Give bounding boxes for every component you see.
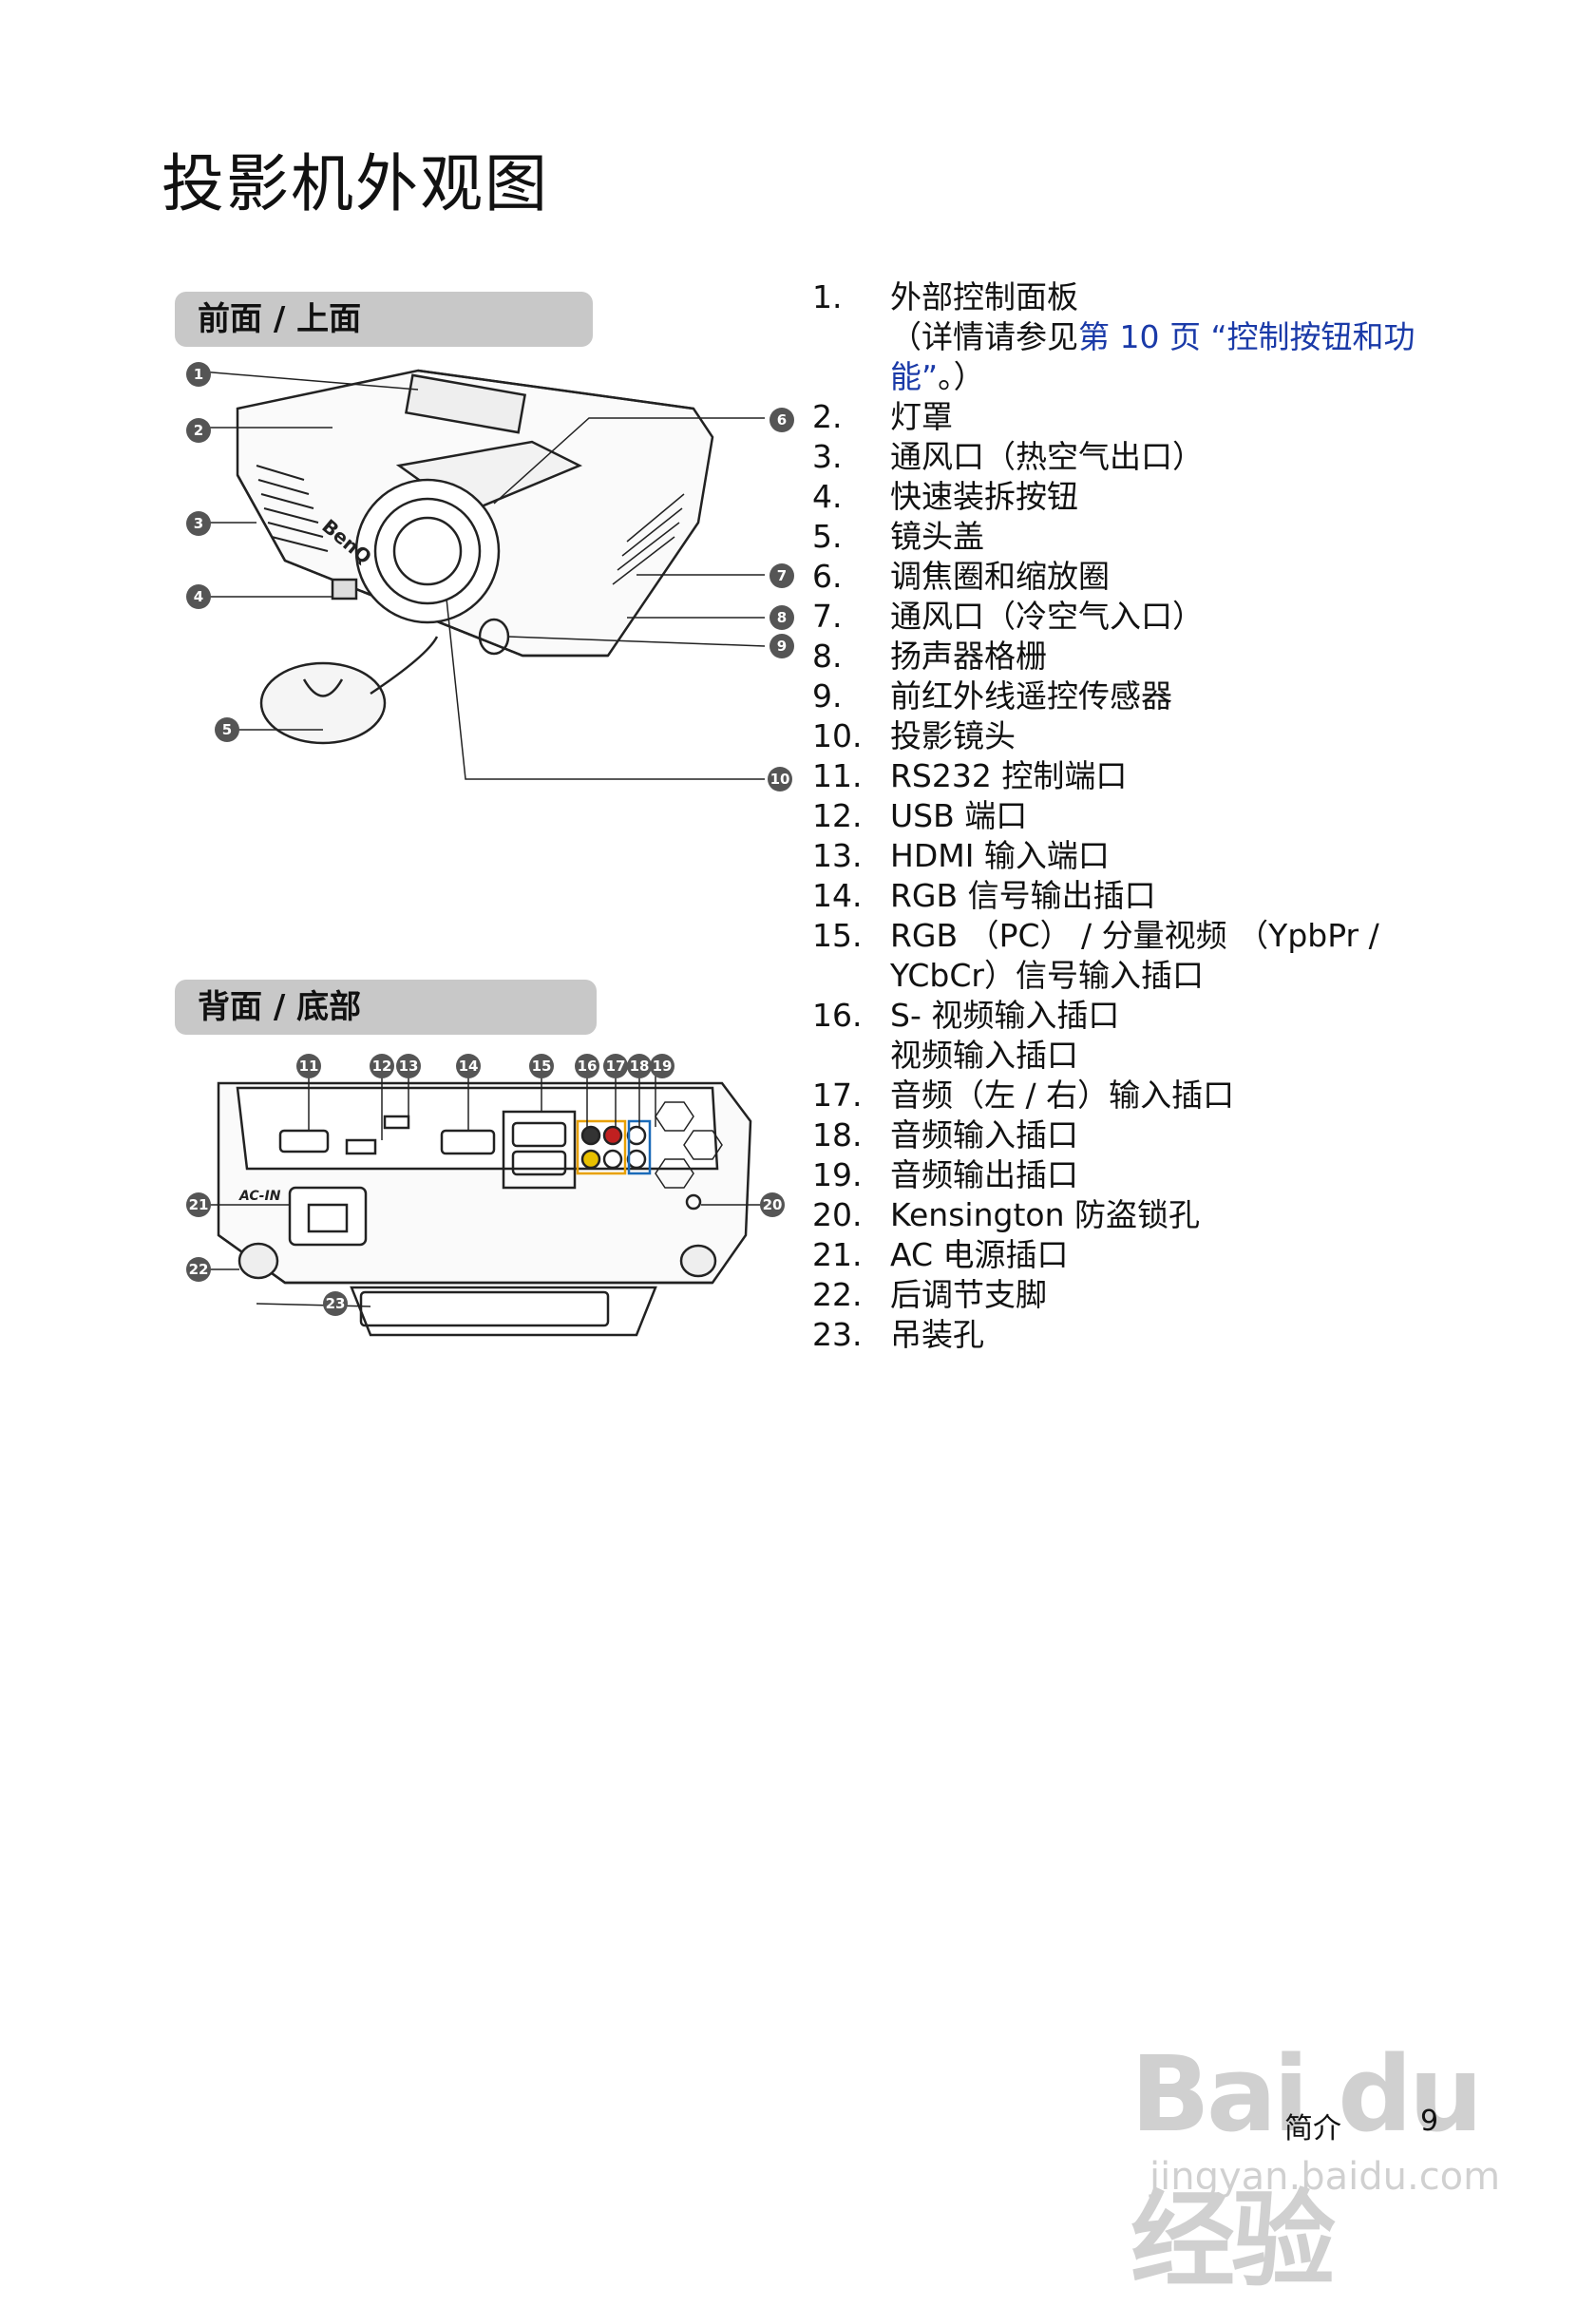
list-item: 4.快速装拆按钮 bbox=[812, 478, 1078, 515]
list-item: 22.后调节支脚 bbox=[812, 1276, 1047, 1313]
list-item: 2.灯罩 bbox=[812, 398, 953, 435]
callout-3: 3 bbox=[186, 511, 211, 536]
list-item: 12.USB 端口 bbox=[812, 797, 1028, 834]
list-item: 17.音频（左 / 右）输入插口 bbox=[812, 1077, 1235, 1114]
callout-11: 11 bbox=[296, 1054, 321, 1078]
callout-18: 18 bbox=[627, 1054, 652, 1078]
control-panel-page-link[interactable]: 第 10 页 “控制按钮和功能” bbox=[890, 318, 1416, 395]
list-item: 7.通风口（冷空气入口） bbox=[812, 598, 1204, 635]
callout-10: 10 bbox=[768, 767, 792, 791]
list-item: 5.镜头盖 bbox=[812, 518, 984, 555]
callout-2: 2 bbox=[186, 418, 211, 443]
list-item: 18.音频输入插口 bbox=[812, 1116, 1078, 1154]
list-item: 11.RS232 控制端口 bbox=[812, 757, 1128, 794]
callout-12: 12 bbox=[370, 1054, 394, 1078]
callout-8: 8 bbox=[770, 605, 794, 630]
list-item: 8.扬声器格栅 bbox=[812, 638, 1047, 675]
callout-22: 22 bbox=[186, 1257, 211, 1282]
callout-13: 13 bbox=[396, 1054, 421, 1078]
callout-23: 23 bbox=[323, 1291, 348, 1316]
list-item: 1. 外部控制面板 （详情请参见第 10 页 “控制按钮和功能”。） bbox=[812, 278, 1416, 395]
list-item: 10.投影镜头 bbox=[812, 717, 1016, 754]
ac-in-label: AC-IN bbox=[238, 1189, 281, 1204]
callout-15: 15 bbox=[529, 1054, 554, 1078]
list-item: 16.S- 视频输入插口视频输入插口 bbox=[812, 997, 1120, 1074]
section-header-back: 背面 / 底部 bbox=[175, 980, 597, 1035]
list-item: 20.Kensington 防盗锁孔 bbox=[812, 1196, 1200, 1233]
callout-6: 6 bbox=[770, 408, 794, 432]
callout-1: 1 bbox=[186, 362, 211, 387]
callout-9: 9 bbox=[770, 634, 794, 658]
callout-4: 4 bbox=[186, 584, 211, 609]
back-view-illustration: AC-IN bbox=[209, 1066, 774, 1337]
footer-page-number: 9 bbox=[1420, 2105, 1439, 2138]
list-item: 14.RGB 信号输出插口 bbox=[812, 877, 1156, 914]
callout-19: 19 bbox=[650, 1054, 674, 1078]
list-item: 15.RGB （PC） / 分量视频 （YpbPr / YCbCr）信号输入插口 bbox=[812, 917, 1379, 994]
list-item: 23.吊装孔 bbox=[812, 1316, 984, 1353]
front-view-illustration: BenQ bbox=[189, 369, 766, 780]
callout-20: 20 bbox=[760, 1192, 785, 1217]
section-header-front: 前面 / 上面 bbox=[175, 292, 593, 347]
callout-16: 16 bbox=[575, 1054, 599, 1078]
list-item: 13.HDMI 输入端口 bbox=[812, 837, 1110, 874]
callout-17: 17 bbox=[603, 1054, 628, 1078]
callout-5: 5 bbox=[215, 717, 239, 742]
list-item: 21.AC 电源插口 bbox=[812, 1236, 1069, 1273]
list-item: 19.音频输出插口 bbox=[812, 1156, 1078, 1193]
parts-list: 1. 外部控制面板 （详情请参见第 10 页 “控制按钮和功能”。） 2.灯罩 … bbox=[812, 277, 1477, 1355]
footer-section-name: 简介 bbox=[1284, 2112, 1341, 2145]
page-title: 投影机外观图 bbox=[162, 147, 549, 220]
callout-7: 7 bbox=[770, 563, 794, 588]
list-item: 3.通风口（热空气出口） bbox=[812, 438, 1204, 475]
callout-14: 14 bbox=[456, 1054, 481, 1078]
callout-21: 21 bbox=[186, 1192, 211, 1217]
list-item: 9.前红外线遥控传感器 bbox=[812, 677, 1172, 715]
list-item: 6.调焦圈和缩放圈 bbox=[812, 558, 1110, 595]
